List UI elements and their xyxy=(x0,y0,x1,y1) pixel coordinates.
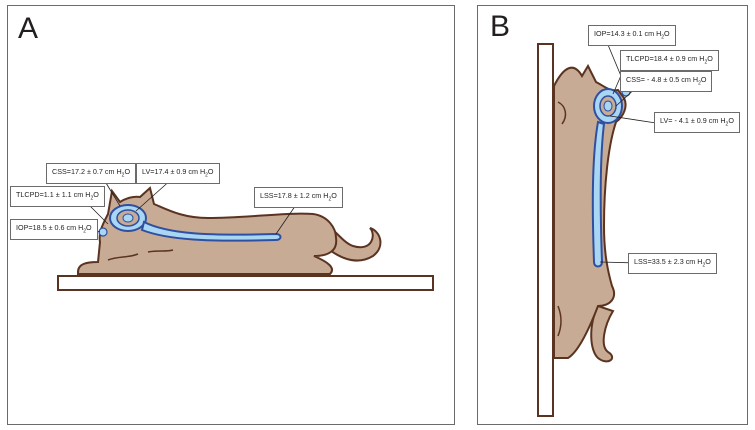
cat-body-b xyxy=(553,63,627,359)
eye-a xyxy=(98,227,108,237)
panel-a: A CSS=17.2 ± 0.7 cm H2O LV=17.4 ± 0.9 cm… xyxy=(7,5,455,425)
label-tlcpd-b: TLCPD=18.4 ± 0.9 cm H2O xyxy=(620,50,719,72)
cat-tail-b xyxy=(590,304,615,363)
horizontal-board xyxy=(57,275,434,291)
panel-b-illustration xyxy=(537,39,657,417)
spinal-canal-b xyxy=(591,120,606,268)
label-lv-b: LV= - 4.1 ± 0.9 cm H2O xyxy=(654,112,740,134)
label-iop-b: IOP=14.3 ± 0.1 cm H2O xyxy=(588,25,676,47)
label-lss-b: LSS=33.5 ± 2.3 cm H2O xyxy=(628,253,717,275)
panel-a-letter: A xyxy=(18,12,39,45)
label-css-a: CSS=17.2 ± 0.7 cm H2O xyxy=(46,163,137,185)
vertical-board xyxy=(537,43,554,417)
panel-a-illustration xyxy=(57,177,434,291)
spinal-canal-a xyxy=(140,220,282,242)
label-lv-a: LV=17.4 ± 0.9 cm H2O xyxy=(136,163,220,185)
panel-b-letter: B xyxy=(490,10,511,43)
label-tlcpd-a: TLCPD=1.1 ± 1.1 cm H2O xyxy=(10,186,105,208)
label-lss-a: LSS=17.8 ± 1.2 cm H2O xyxy=(254,187,343,209)
label-iop-a: IOP=18.5 ± 0.6 cm H2O xyxy=(10,219,98,241)
panel-b: B IOP=14.3 ± 0.1 cm H2O TLCPD=18.4 ± 0.9… xyxy=(477,5,748,425)
label-css-b: CSS= - 4.8 ± 0.5 cm H2O xyxy=(620,71,713,93)
